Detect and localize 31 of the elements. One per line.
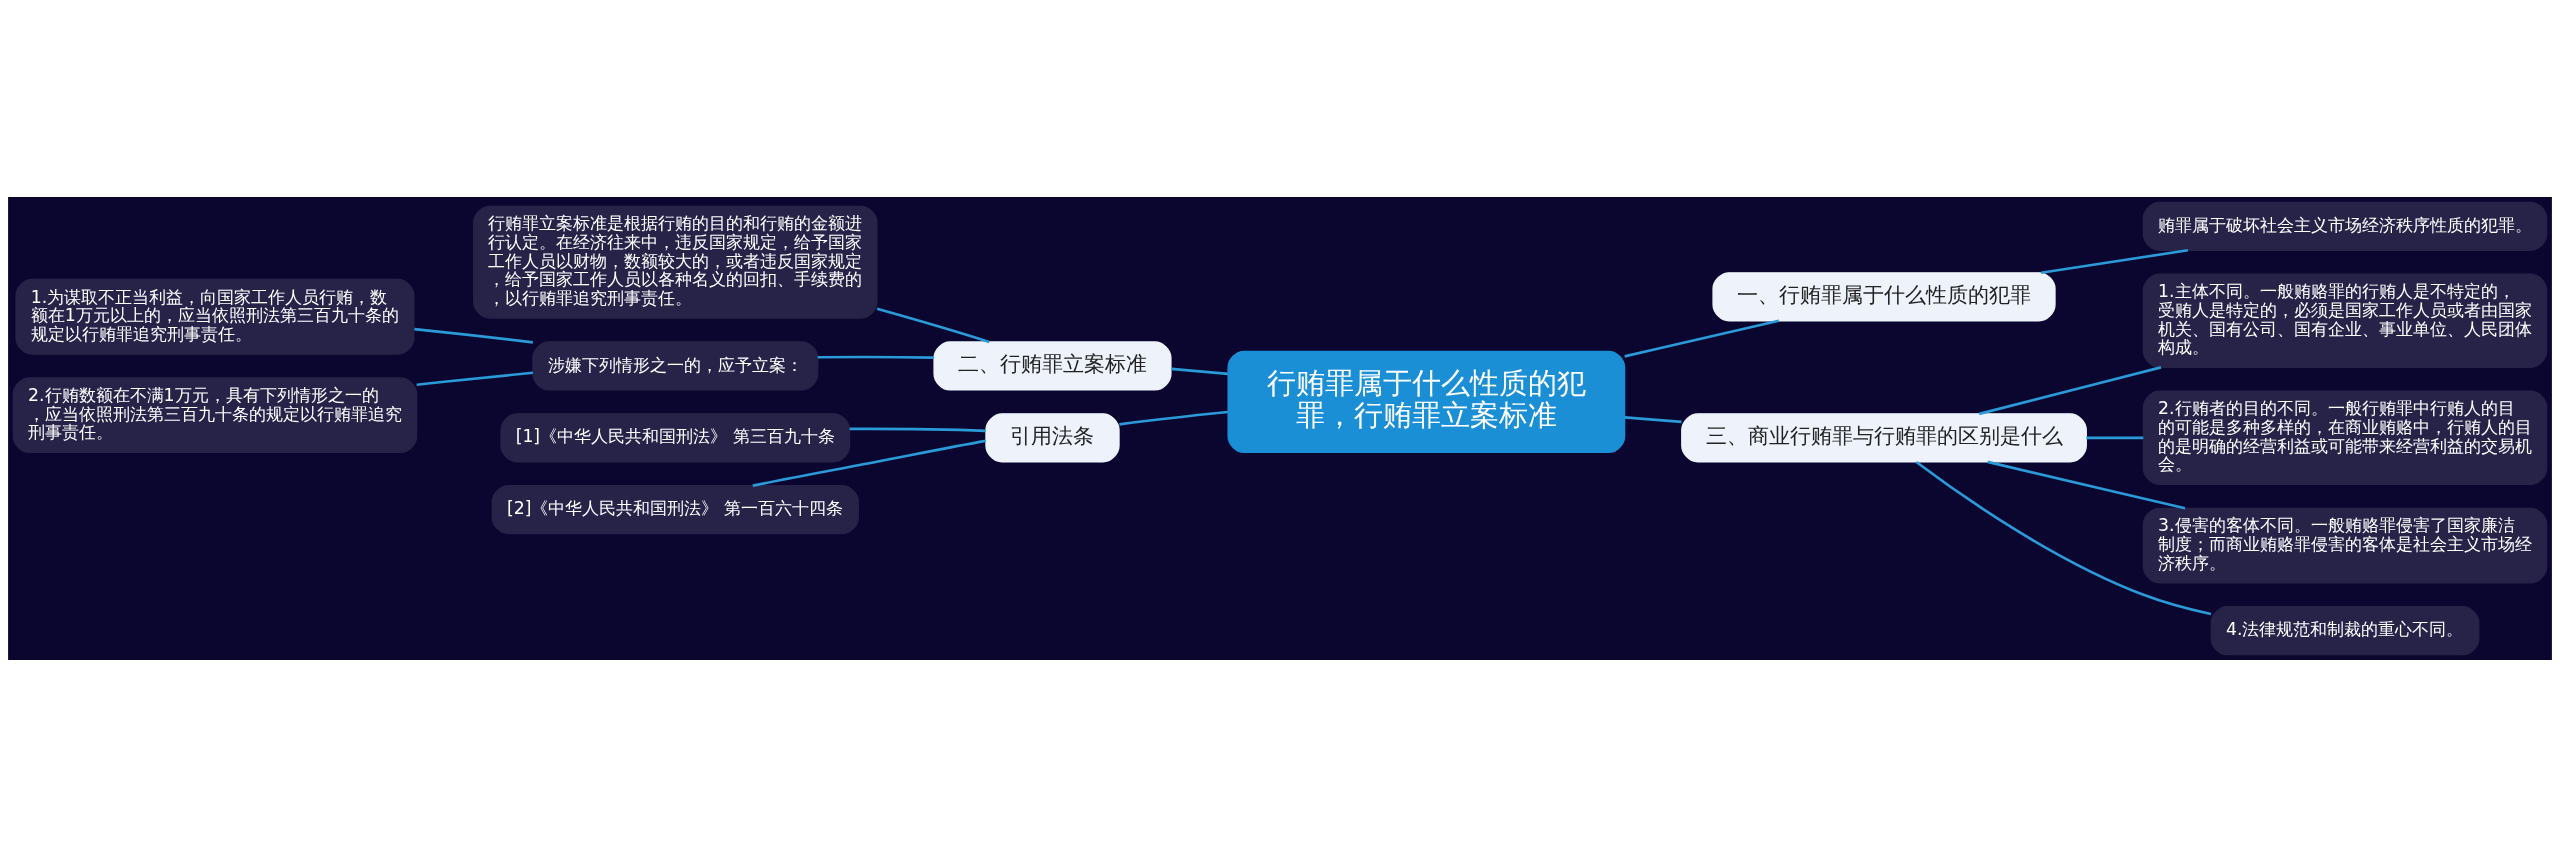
connector — [817, 355, 935, 359]
connector — [1119, 410, 1229, 426]
connector — [752, 439, 987, 487]
node-box: 二、行贿罪立案标准 — [933, 340, 1172, 391]
connector — [1978, 365, 2162, 415]
node-box: 贿罪属于破坏社会主义市场经济秩序性质的犯罪。 — [2142, 201, 2548, 251]
node-box: 涉嫌下列情形之一的，应予立案： — [532, 340, 819, 391]
connector — [1624, 415, 1682, 423]
connector — [876, 307, 990, 343]
node-box: 2.行贿者的目的不同。一般行贿罪中行贿人的目的可能是多种多样的，在商业贿赂中，行贿人的目的是明确的经营利益或可能带来经营利益的交易机会。 — [2142, 390, 2548, 485]
node-box: 1.主体不同。一般贿赂罪的行贿人是不特定的，受贿人是特定的，必须是国家工作人员或者由国家机关、国有公司、国有企业、事业单位、人民团体构成。 — [2142, 273, 2548, 368]
connector — [2040, 248, 2189, 274]
node-box: 行贿罪立案标准是根据行贿的目的和行贿的金额进行认定。在经济往来中，违反国家规定，给予国家工作人员以财物，数额较大的，或者违反国家规定，给予国家工作人员以各种名义的回扣、手续费的，以行贿罪追究刑事责任。 — [473, 205, 878, 319]
connector — [414, 327, 533, 344]
node-box: 1.为谋取不正当利益，向国家工作人员行贿，数额在1万元以上的，应当依照刑法第三百九十条的规定以行贿罪追究刑事责任。 — [15, 278, 415, 355]
connector — [1987, 460, 2186, 510]
connector — [1171, 367, 1229, 375]
node-box: 3.侵害的客体不同。一般贿赂罪侵害了国家廉洁制度；而商业贿赂罪侵害的客体是社会主义市场经济秩序。 — [2142, 507, 2548, 583]
connector — [1915, 460, 2212, 615]
node-box: 4.法律规范和制裁的重心不同。 — [2210, 605, 2480, 655]
connector — [416, 370, 534, 386]
node-box: 引用法条 — [985, 412, 1120, 462]
node-box: [2]《中华人民共和国刑法》 第一百六十四条 — [491, 484, 859, 534]
node-box: 三、商业行贿罪与行贿罪的区别是什么 — [1681, 412, 2087, 462]
connector — [2086, 436, 2144, 439]
node-box: 2.行贿数额在不满1万元，具有下列情形之一的，应当依照刑法第三百九十条的规定以行贿罪追究刑事责任。 — [12, 376, 418, 453]
connector — [849, 427, 986, 432]
connector — [1624, 319, 1780, 358]
node-box: 一、行贿罪属于什么性质的犯罪 — [1712, 271, 2056, 321]
node-box: [1]《中华人民共和国刑法》 第三百九十条 — [500, 412, 851, 462]
node-box: 行贿罪属于什么性质的犯罪，行贿罪立案标准 — [1227, 350, 1626, 453]
